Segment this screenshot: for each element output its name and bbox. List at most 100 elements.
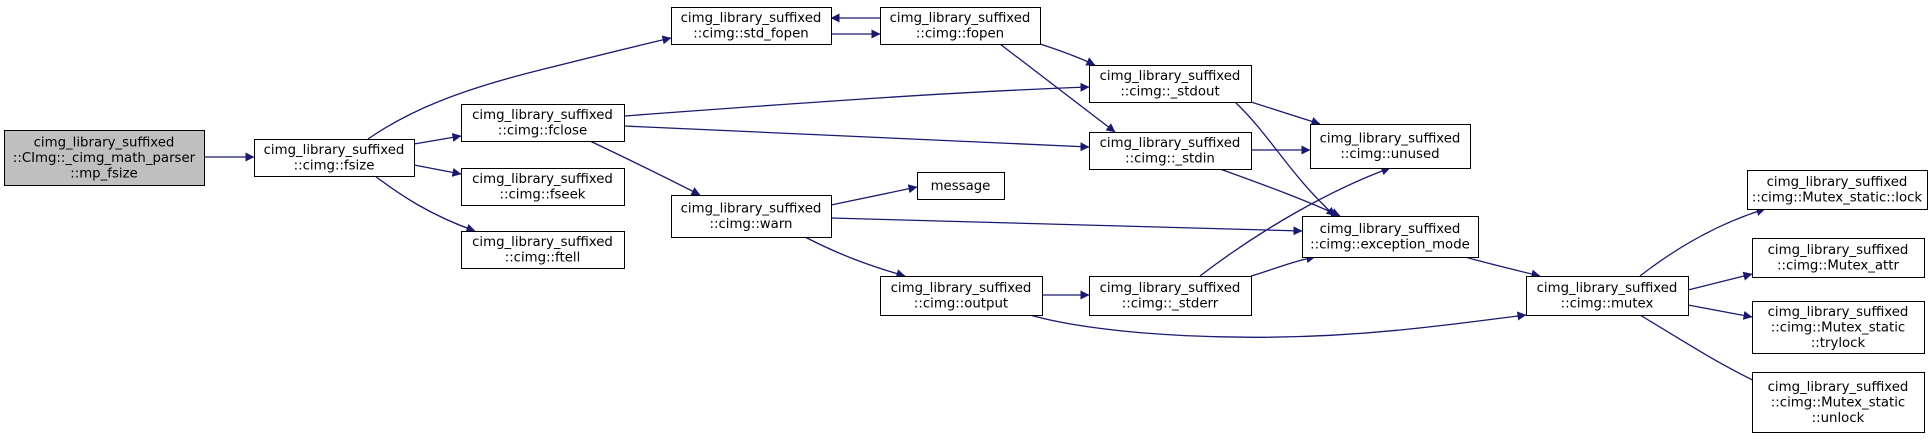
node-fsize[interactable]: cimg_library_suffixed::cimg::fsize	[254, 139, 415, 177]
node-box-unlock	[1752, 372, 1925, 433]
edge-fopen-to-stdout	[1039, 43, 1096, 66]
node-label-output-line-1: ::cimg::output	[914, 297, 1008, 312]
node-box-trylock	[1752, 301, 1925, 354]
node-output[interactable]: cimg_library_suffixed::cimg::output	[880, 276, 1043, 316]
node-mutex_attr[interactable]: cimg_library_suffixed::cimg::Mutex_attr	[1752, 238, 1925, 278]
node-label-trylock-line-2: ::trylock	[1811, 336, 1866, 351]
node-box-unused	[1310, 124, 1471, 169]
node-box-output	[880, 276, 1043, 316]
node-lock[interactable]: cimg_library_suffixed::cimg::Mutex_stati…	[1747, 170, 1928, 210]
edge-stdout-to-exception_mode	[1234, 101, 1336, 217]
node-fseek[interactable]: cimg_library_suffixed::cimg::fseek	[461, 168, 625, 206]
node-label-mutex-line-1: ::cimg::mutex	[1561, 297, 1654, 312]
node-label-mp_fsize-line-2: ::mp_fsize	[70, 166, 137, 181]
node-box-fopen	[880, 7, 1041, 45]
node-label-ftell-line-1: ::cimg::ftell	[505, 251, 581, 266]
node-label-mp_fsize-line-0: cimg_library_suffixed	[34, 135, 175, 150]
node-label-unused-line-1: ::cimg::unused	[1340, 147, 1439, 162]
node-label-output-line-0: cimg_library_suffixed	[891, 281, 1032, 296]
edge-fclose-to-warn	[589, 140, 701, 196]
node-box-stderr	[1089, 276, 1252, 316]
edge-mutex-to-mutex_attr	[1687, 271, 1753, 291]
node-label-stderr-line-1: ::cimg::_stderr	[1122, 297, 1219, 312]
node-label-std_fopen-line-0: cimg_library_suffixed	[681, 11, 822, 26]
node-label-unlock-line-1: ::cimg::Mutex_static	[1771, 395, 1905, 410]
node-label-fopen-line-1: ::cimg::fopen	[916, 27, 1004, 42]
edges-layer	[204, 13, 1766, 387]
node-label-fopen-line-0: cimg_library_suffixed	[890, 11, 1031, 26]
node-box-warn	[671, 195, 832, 238]
edge-stderr-to-unused	[1199, 166, 1391, 277]
node-box-std_fopen	[671, 7, 832, 45]
edge-mutex-to-lock	[1639, 207, 1766, 277]
node-box-lock	[1747, 170, 1928, 210]
node-box-message	[917, 172, 1005, 200]
node-box-mutex_attr	[1752, 238, 1925, 278]
node-label-fclose-line-0: cimg_library_suffixed	[472, 108, 613, 123]
node-label-mp_fsize-line-1: ::CImg::_cimg_math_parser	[13, 151, 196, 166]
node-fopen[interactable]: cimg_library_suffixed::cimg::fopen	[880, 7, 1041, 45]
node-box-stdout	[1089, 65, 1252, 103]
edge-fsize-to-fclose	[413, 132, 462, 145]
node-label-stdout-line-1: ::cimg::_stdout	[1120, 85, 1219, 100]
node-stdin[interactable]: cimg_library_suffixed::cimg::_stdin	[1089, 132, 1252, 170]
nodes-layer: cimg_library_suffixed::CImg::_cimg_math_…	[4, 7, 1928, 433]
node-label-stdin-line-1: ::cimg::_stdin	[1125, 152, 1215, 167]
node-box-exception_mode	[1302, 216, 1479, 258]
edge-warn-to-output	[804, 236, 906, 278]
node-label-mutex_attr-line-1: ::cimg::Mutex_attr	[1777, 259, 1899, 274]
node-ftell[interactable]: cimg_library_suffixed::cimg::ftell	[461, 231, 625, 269]
node-mp_fsize[interactable]: cimg_library_suffixed::CImg::_cimg_math_…	[4, 130, 205, 186]
node-box-fclose	[461, 104, 625, 142]
node-warn[interactable]: cimg_library_suffixed::cimg::warn	[671, 195, 832, 238]
edge-fsize-to-fseek	[413, 164, 462, 177]
node-label-fsize-line-1: ::cimg::fsize	[294, 159, 375, 174]
node-stdout[interactable]: cimg_library_suffixed::cimg::_stdout	[1089, 65, 1252, 103]
node-label-fclose-line-1: ::cimg::fclose	[498, 124, 587, 139]
node-std_fopen[interactable]: cimg_library_suffixed::cimg::std_fopen	[671, 7, 832, 45]
node-box-fsize	[254, 139, 415, 177]
node-box-stdin	[1089, 132, 1252, 170]
node-label-unused-line-0: cimg_library_suffixed	[1320, 132, 1461, 147]
node-label-lock-line-0: cimg_library_suffixed	[1767, 175, 1908, 190]
node-label-warn-line-1: ::cimg::warn	[709, 217, 792, 232]
node-exception_mode[interactable]: cimg_library_suffixed::cimg::exception_m…	[1302, 216, 1479, 258]
node-label-std_fopen-line-1: ::cimg::std_fopen	[693, 27, 808, 42]
edge-fsize-to-ftell	[374, 175, 476, 233]
edge-stderr-to-exception_mode	[1250, 254, 1316, 277]
node-box-mutex	[1526, 276, 1689, 316]
node-label-mutex_attr-line-0: cimg_library_suffixed	[1768, 243, 1909, 258]
node-stderr[interactable]: cimg_library_suffixed::cimg::_stderr	[1089, 276, 1252, 316]
edge-fclose-to-stdin	[623, 125, 1090, 152]
node-label-fseek-line-0: cimg_library_suffixed	[472, 172, 613, 187]
edge-mutex-to-trylock	[1687, 304, 1753, 320]
node-label-lock-line-1: ::cimg::Mutex_static::lock	[1752, 191, 1923, 206]
node-box-ftell	[461, 231, 625, 269]
node-label-mutex-line-0: cimg_library_suffixed	[1537, 281, 1678, 296]
node-fclose[interactable]: cimg_library_suffixed::cimg::fclose	[461, 104, 625, 142]
node-mutex[interactable]: cimg_library_suffixed::cimg::mutex	[1526, 276, 1689, 316]
node-message[interactable]: message	[917, 172, 1005, 200]
edge-mutex-to-unlock	[1639, 314, 1766, 387]
node-label-trylock-line-1: ::cimg::Mutex_static	[1771, 320, 1905, 335]
node-label-exception_mode-line-0: cimg_library_suffixed	[1320, 222, 1461, 237]
edge-output-to-mutex	[1029, 311, 1527, 338]
node-label-stdin-line-0: cimg_library_suffixed	[1100, 136, 1241, 151]
edge-fclose-to-stdout	[623, 82, 1090, 117]
edge-warn-to-message	[830, 184, 918, 206]
node-label-message-line-0: message	[931, 179, 991, 194]
node-label-trylock-line-0: cimg_library_suffixed	[1768, 305, 1909, 320]
node-unused[interactable]: cimg_library_suffixed::cimg::unused	[1310, 124, 1471, 169]
node-label-stderr-line-0: cimg_library_suffixed	[1100, 281, 1241, 296]
edge-stdin-to-exception_mode	[1219, 168, 1341, 217]
node-label-ftell-line-0: cimg_library_suffixed	[472, 235, 613, 250]
edge-stdout-to-unused	[1250, 101, 1321, 126]
node-label-exception_mode-line-1: ::cimg::exception_mode	[1310, 238, 1470, 253]
node-label-unlock-line-0: cimg_library_suffixed	[1768, 380, 1909, 395]
edge-warn-to-exception_mode	[830, 217, 1303, 236]
node-trylock[interactable]: cimg_library_suffixed::cimg::Mutex_stati…	[1752, 301, 1925, 354]
node-label-fseek-line-1: ::cimg::fseek	[500, 188, 586, 203]
node-unlock[interactable]: cimg_library_suffixed::cimg::Mutex_stati…	[1752, 372, 1925, 433]
edge-fopen-to-stdin	[999, 43, 1116, 133]
